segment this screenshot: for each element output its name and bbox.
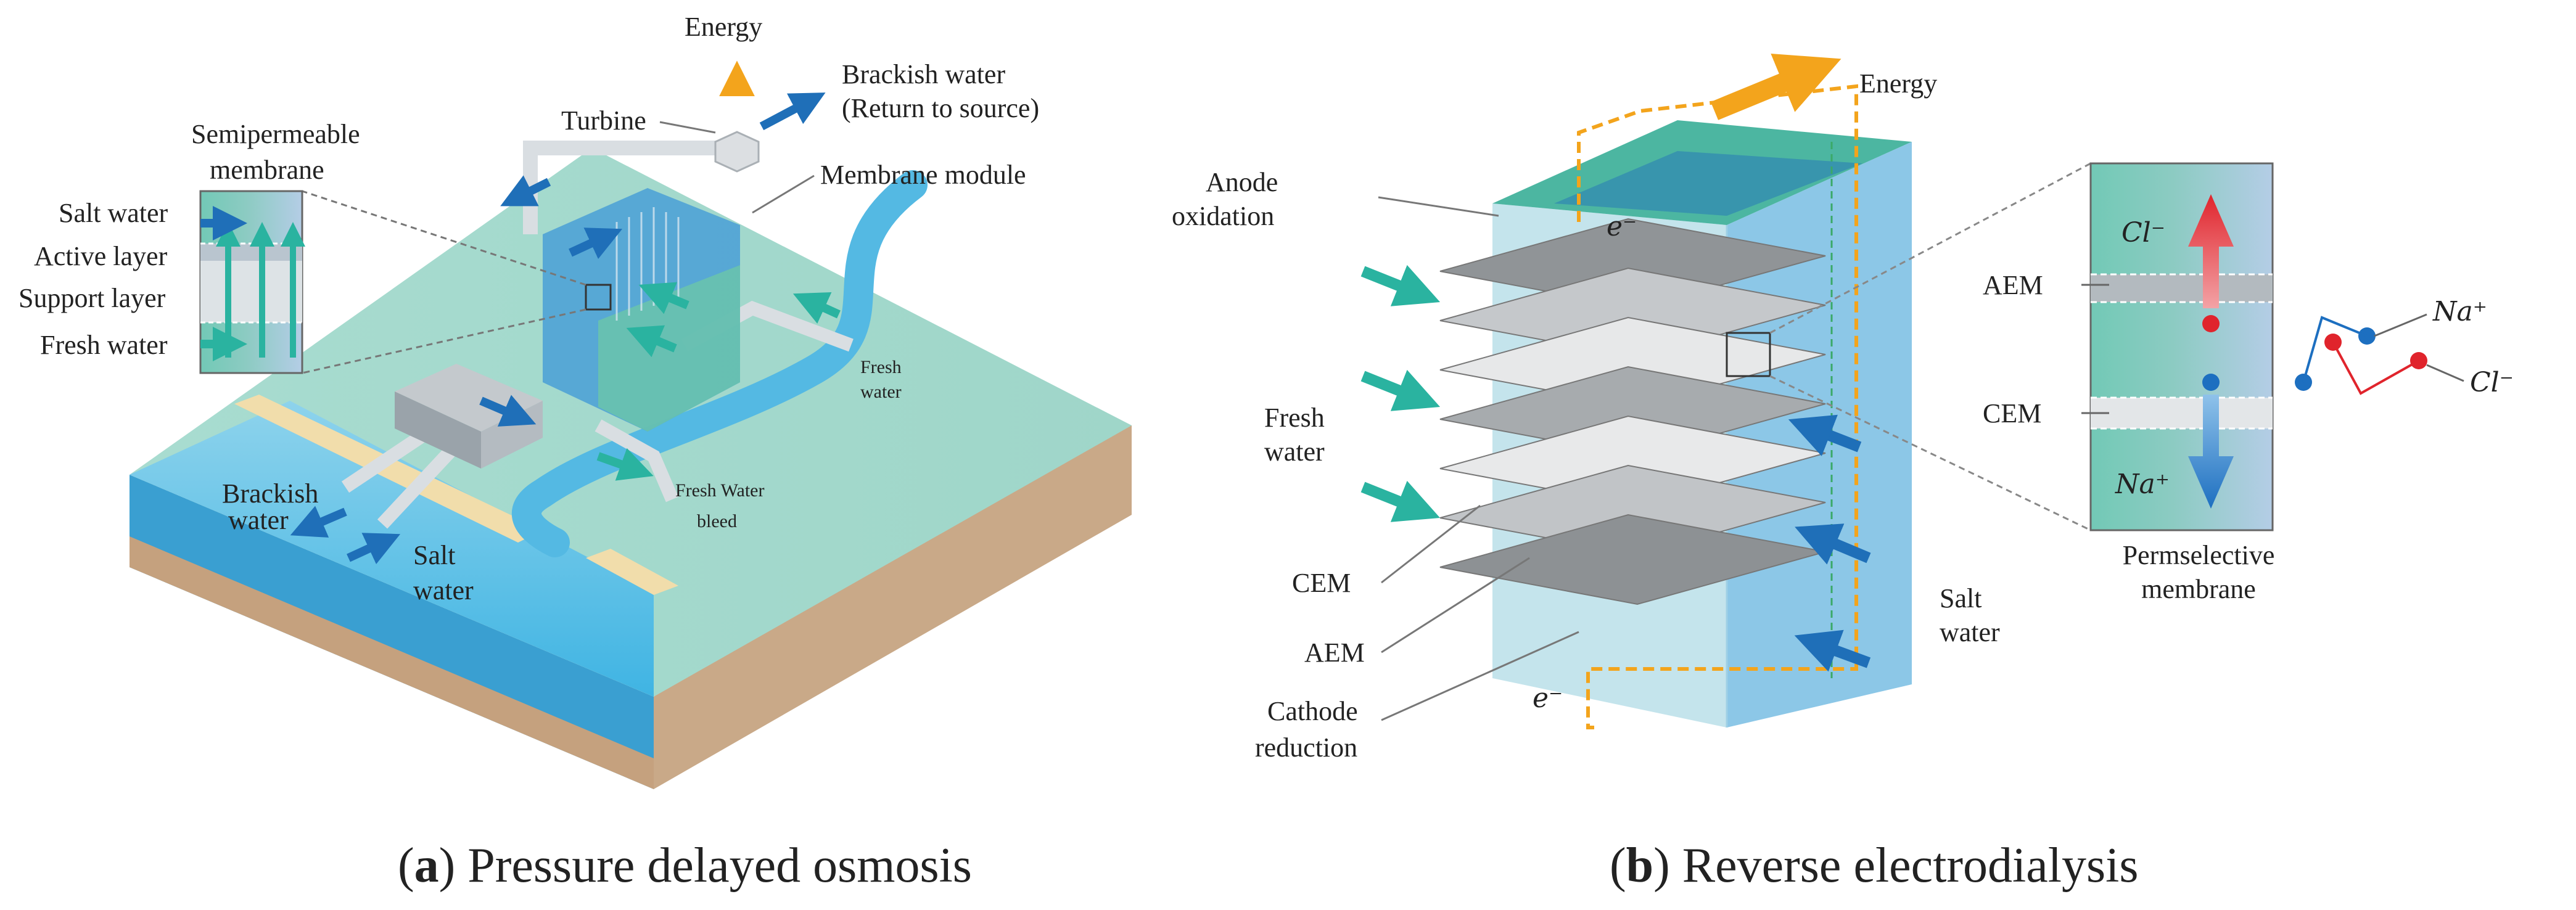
detail-marker-b (1726, 332, 1771, 377)
leader-b-bottom (1769, 375, 2091, 531)
panel-b-illustration (1360, 54, 2091, 729)
pipe-bleed (595, 419, 679, 502)
salt-arrow-1 (1788, 414, 1862, 456)
label-cem: CEM (1292, 568, 1351, 598)
label-fresh-water-river-1: Fresh (860, 357, 902, 377)
label-cl-side: Cl⁻ (2470, 367, 2514, 398)
label-salt-sea-1: Salt (413, 540, 455, 570)
label-anode-2: oxidation (1172, 201, 1274, 231)
label-turbine: Turbine (561, 105, 646, 136)
stack-box-top-inner (1554, 151, 1862, 216)
caption-b-letter: b (1626, 838, 1654, 893)
energy-arrow-b (1710, 54, 1841, 120)
leader-cem (1381, 504, 1481, 584)
pressure-exchanger-front (395, 391, 481, 469)
leader-cl-side (2426, 364, 2464, 382)
leader-na-side (2374, 313, 2427, 337)
flow-arrow-1 (500, 175, 551, 207)
leader-detail-bottom (302, 308, 586, 374)
panel-a-illustration (130, 60, 1132, 789)
ion-blue-center (2202, 374, 2220, 391)
na-down-arrow (2188, 395, 2234, 509)
permselective-inset (2081, 162, 2464, 531)
detail-marker-a (585, 284, 612, 311)
flow-arrow-7 (596, 448, 654, 481)
leader-anode (1378, 196, 1499, 217)
label-na-bottom: Na⁺ (2115, 469, 2170, 500)
semipermeable-inset (199, 190, 305, 374)
label-cl-top: Cl⁻ (2121, 217, 2165, 248)
salt-arrow-2 (1795, 523, 1871, 565)
label-active-layer: Active layer (34, 241, 168, 271)
label-fresh-water-bleed-2: bleed (697, 511, 737, 531)
label-aem: AEM (1304, 637, 1365, 668)
label-fresh-water-inset: Fresh water (40, 330, 168, 360)
salt-arrow-3 (1794, 629, 1871, 672)
label-energy-b: Energy (1859, 68, 1937, 99)
label-fresh-water-river-2: water (860, 382, 902, 402)
label-support-layer: Support layer (19, 283, 166, 313)
label-permselective-1: Permselective (2123, 540, 2275, 570)
fresh-arrow-2 (1360, 369, 1441, 411)
label-fresh-2: water (1264, 437, 1325, 467)
label-brackish-return-2: (Return to source) (842, 93, 1039, 123)
label-cathode-2: reduction (1255, 732, 1357, 763)
label-cathode-1: Cathode (1267, 696, 1358, 726)
flow-arrow-2 (569, 228, 623, 260)
label-salt-2: water (1940, 617, 2000, 647)
label-semipermeable-1: Semipermeable (191, 119, 360, 149)
label-inset-aem: AEM (1983, 270, 2043, 300)
label-salt-1: Salt (1940, 583, 1981, 613)
path-blue (2302, 316, 2368, 383)
caption-b-text: Reverse electrodialysis (1682, 838, 2139, 893)
label-membrane-module: Membrane module (820, 160, 1026, 190)
label-electron-bottom: e⁻ (1533, 682, 1563, 714)
flow-arrow-6 (479, 395, 537, 427)
label-electron-top: e⁻ (1607, 211, 1637, 242)
leader-aem (1381, 557, 1530, 654)
label-na-side: Na⁺ (2432, 296, 2487, 327)
leader-b-top (1769, 162, 2091, 334)
membrane-plates (1439, 218, 1826, 605)
brackish-sea-arrow (290, 506, 347, 538)
ground-side-front-lower (130, 536, 654, 789)
turbine-box (714, 131, 760, 173)
leader-turbine (659, 121, 716, 134)
label-inset-cem: CEM (1983, 398, 2041, 428)
label-salt-water-inset: Salt water (59, 198, 168, 228)
label-brackish-sea-2: water (228, 505, 289, 535)
flow-arrow-3 (638, 282, 689, 314)
label-brackish-return-1: Brackish water (842, 59, 1005, 89)
flow-arrow-5 (792, 292, 841, 324)
label-salt-sea-2: water (413, 575, 474, 605)
label-fresh-water-bleed-1: Fresh Water (675, 480, 765, 501)
fresh-arrow-1 (1360, 264, 1441, 306)
path-red (2332, 342, 2419, 395)
beach-strip-right (586, 549, 678, 595)
beach-strip-left (234, 395, 543, 543)
label-energy-a: Energy (685, 12, 762, 42)
label-fresh-1: Fresh (1264, 403, 1325, 433)
label-permselective-2: membrane (2141, 574, 2256, 604)
flow-arrow-4 (626, 325, 677, 358)
caption-a-text: Pressure delayed osmosis (467, 838, 972, 893)
label-anode-1: Anode (1206, 167, 1278, 197)
ground-side-right (654, 425, 1132, 789)
caption-a-letter: a (414, 838, 439, 893)
cl-up-arrow (2188, 194, 2234, 308)
caption-a: (a) Pressure delayed osmosis (398, 838, 972, 893)
external-circuit (1577, 84, 1858, 729)
leader-detail-top (302, 190, 586, 286)
ion-red-center (2202, 315, 2220, 332)
leader-cathode (1381, 631, 1579, 721)
leader-membrane-module (752, 174, 815, 214)
river (511, 170, 928, 557)
salt-sea-arrow (347, 533, 401, 565)
label-semipermeable-2: membrane (210, 155, 324, 185)
label-brackish-sea-1: Brackish (222, 478, 318, 509)
caption-b: (b) Reverse electrodialysis (1610, 838, 2139, 893)
brackish-return-arrow (759, 92, 826, 131)
fresh-arrow-3 (1360, 480, 1441, 522)
